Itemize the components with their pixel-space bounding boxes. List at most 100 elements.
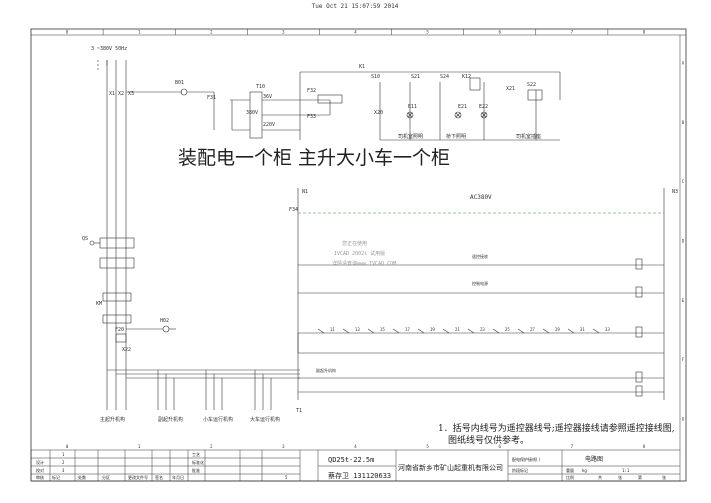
h02-indicator xyxy=(126,325,176,333)
row-label: F xyxy=(682,357,685,362)
control-row-labels: 遥控接收 控制电源 副起升机构 xyxy=(316,253,488,373)
note-line-1: 1．括号内线号为遥控器线号;遥控器接线请参照遥控接线图, xyxy=(438,422,675,434)
row-label: A xyxy=(682,61,685,66)
svg-text:主起升机构: 主起升机构 xyxy=(100,416,125,423)
svg-text:X2: X2 xyxy=(118,91,124,97)
contact-symbol xyxy=(567,328,575,334)
column-label: 2 xyxy=(210,444,213,449)
column-label: 5 xyxy=(426,444,429,449)
column-label: 1 xyxy=(138,444,141,449)
svg-text:控制电源: 控制电源 xyxy=(472,280,488,286)
svg-text:F32: F32 xyxy=(307,88,316,94)
svg-text:校对: 校对 xyxy=(36,467,44,473)
wire-number: 11 xyxy=(330,327,335,332)
svg-text:N1: N1 xyxy=(302,189,308,195)
svg-text:N3: N3 xyxy=(672,189,678,195)
wire-number: 19 xyxy=(430,327,435,332)
contactor-block xyxy=(102,292,132,343)
svg-text:重量: 重量 xyxy=(566,467,574,473)
svg-text:共: 共 xyxy=(598,474,602,480)
phase-labels: X1 X2 X3 xyxy=(109,91,134,97)
svg-text:T1: T1 xyxy=(296,408,302,414)
lighting-labels: B01 F31 T10 36V 380V 220V F32 F33 K1 S10… xyxy=(175,64,536,128)
svg-text:IVCAD 2002i 试用版: IVCAD 2002i 试用版 xyxy=(334,250,385,257)
svg-text:司机室照明: 司机室照明 xyxy=(398,133,423,140)
control-voltage: AC380V xyxy=(470,194,492,201)
svg-text:5: 5 xyxy=(285,475,288,480)
wire-number: 27 xyxy=(530,327,535,332)
svg-text:标准化: 标准化 xyxy=(192,459,204,465)
wire-number: 33 xyxy=(605,327,610,332)
title-block-text: QD25t-22.5m 蔡存卫 131120633 河南省新乡市矿山起重机有限公… xyxy=(36,452,666,480)
wire-number: 13 xyxy=(355,327,360,332)
svg-text:分区: 分区 xyxy=(102,474,110,480)
svg-text:X20: X20 xyxy=(374,110,383,116)
svg-text:K1: K1 xyxy=(359,64,365,70)
svg-text:X21: X21 xyxy=(506,86,515,92)
wire-number: 15 xyxy=(380,327,385,332)
svg-text:详情请查询www.IVCAD.COM: 详情请查询www.IVCAD.COM xyxy=(332,260,396,267)
svg-text:张: 张 xyxy=(618,474,622,480)
svg-text:批准: 批准 xyxy=(192,467,200,473)
contact-symbol xyxy=(542,328,550,334)
svg-text:工艺: 工艺 xyxy=(192,452,200,457)
main-switch-qs xyxy=(89,237,135,269)
svg-text:F34: F34 xyxy=(289,207,298,213)
lamp-icons xyxy=(379,77,560,141)
lighting-circuit xyxy=(126,71,561,140)
qs-label: QS xyxy=(82,236,88,242)
svg-text:小车运行机构: 小车运行机构 xyxy=(203,416,233,423)
svg-text:S21: S21 xyxy=(411,74,420,80)
column-label: 6 xyxy=(499,444,502,449)
svg-text:K12: K12 xyxy=(462,74,471,80)
svg-text:E22: E22 xyxy=(479,104,488,110)
svg-text:S22: S22 xyxy=(527,82,536,88)
column-label: 0 xyxy=(66,444,69,449)
svg-text:X3: X3 xyxy=(128,91,134,97)
svg-text:QD25t-22.5m: QD25t-22.5m xyxy=(328,456,374,464)
column-label: 7 xyxy=(571,30,574,35)
control-side-labels: F34 N1 N3 T1 xyxy=(289,189,678,414)
svg-text:蔡存卫 131120633: 蔡存卫 131120633 xyxy=(328,471,391,480)
row-label: C xyxy=(682,179,685,184)
column-label: 3 xyxy=(282,444,285,449)
km-label: KM xyxy=(96,301,102,307)
svg-text:更改文件号: 更改文件号 xyxy=(128,474,148,480)
svg-text:F31: F31 xyxy=(207,95,216,101)
svg-text:比例: 比例 xyxy=(566,474,574,480)
svg-text:T10: T10 xyxy=(256,84,265,90)
wire-number: 29 xyxy=(555,327,560,332)
svg-text:司机室插座: 司机室插座 xyxy=(516,133,541,140)
main-power-bus xyxy=(97,60,300,410)
contact-symbol xyxy=(392,328,400,334)
contact-symbol xyxy=(367,328,375,334)
column-label: 3 xyxy=(282,30,285,35)
contact-symbol xyxy=(417,328,425,334)
svg-text:第: 第 xyxy=(638,474,642,480)
contact-symbol xyxy=(442,328,450,334)
svg-text:36V: 36V xyxy=(263,94,272,100)
main-title: 装配电一个柜 主升大小车一个柜 xyxy=(178,147,450,169)
mechanism-labels: 主起升机构 副起升机构 小车运行机构 大车运行机构 xyxy=(100,416,280,423)
svg-text:220V: 220V xyxy=(263,122,275,128)
svg-text:副起升机构: 副起升机构 xyxy=(158,416,183,423)
svg-text:配电保护接线( ): 配电保护接线( ) xyxy=(512,456,541,462)
lamp-circuit-labels: 司机室照明 桥下照明 司机室插座 xyxy=(398,133,541,140)
wire-number: 25 xyxy=(505,327,510,332)
svg-text:1:1: 1:1 xyxy=(622,468,630,473)
plot-timestamp: Tue Oct 21 15:07:59 2014 xyxy=(312,3,399,10)
svg-text:您正在使用: 您正在使用 xyxy=(342,240,367,247)
contact-symbol xyxy=(517,328,525,334)
f20-label: F20 xyxy=(115,327,124,333)
svg-text:河南省新乡市矿山起重机有限公司: 河南省新乡市矿山起重机有限公司 xyxy=(398,463,503,472)
svg-text:2: 2 xyxy=(62,460,65,465)
column-label: 0 xyxy=(66,30,69,35)
svg-text:1: 1 xyxy=(62,452,65,457)
wire-number: 21 xyxy=(455,327,460,332)
row-label: B xyxy=(682,120,685,125)
wire-number: 17 xyxy=(405,327,410,332)
svg-text:kg: kg xyxy=(582,468,587,473)
